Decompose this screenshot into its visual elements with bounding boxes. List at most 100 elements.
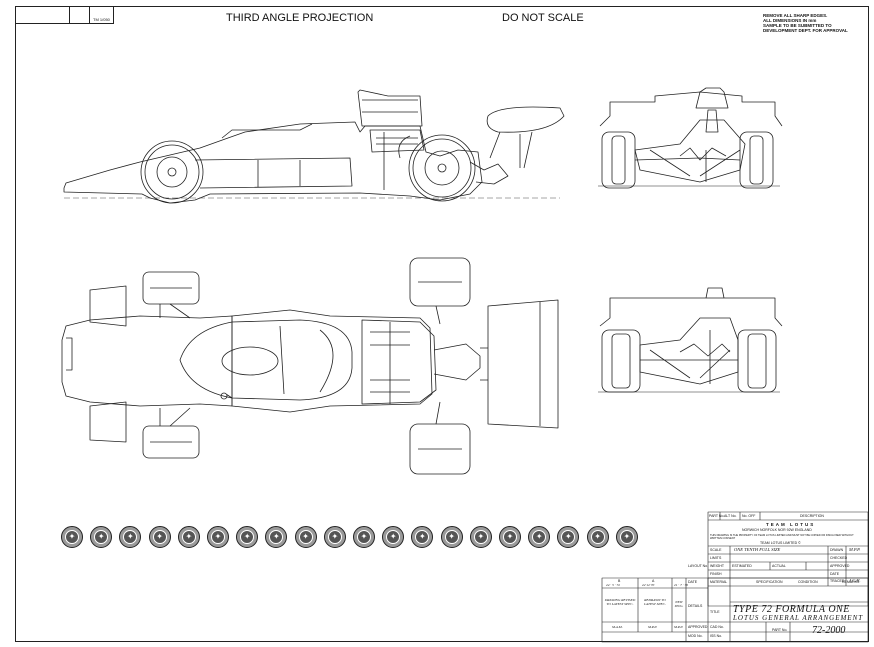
lotus-roundel-logo: ✦ <box>119 526 142 548</box>
lotus-emblem-icon: ✦ <box>415 530 430 544</box>
limits-label: LIMITS <box>710 556 722 560</box>
lotus-emblem-icon: ✦ <box>269 530 284 544</box>
specification-label: SPECIFICATION <box>756 580 783 584</box>
issue-letter: B <box>618 579 621 583</box>
drawing-title-line1: TYPE 72 FORMULA ONE <box>733 604 850 615</box>
note-line: DEVELOPMENT DEPT. FOR APPROVAL <box>763 28 848 33</box>
drawing-sheet-border <box>15 6 869 642</box>
issue-change: NEW DWG. <box>674 600 684 608</box>
lotus-emblem-icon: ✦ <box>298 530 313 544</box>
lotus-roundel-logo: ✦ <box>90 526 113 548</box>
plan-view-cockpit-canopy <box>179 319 353 401</box>
issue-date: 24 · 5 · 72 <box>606 583 620 587</box>
lotus-roundel-logo: ✦ <box>557 526 580 548</box>
front-view-right-wheel <box>739 131 774 189</box>
corner-box-right <box>89 6 114 24</box>
cad-label: CAD No. <box>710 625 724 629</box>
scale-label: SCALE <box>710 548 722 552</box>
issue-label: ISS No. <box>710 634 723 638</box>
side-view-sidepod <box>194 157 353 189</box>
issue-letter: A <box>652 579 655 583</box>
lotus-roundel-logo: ✦ <box>382 526 405 548</box>
rev-header-no-off: No. OFF <box>742 514 756 518</box>
rear-view-gearbox <box>639 317 739 385</box>
weight-label: WEIGHT <box>710 564 724 568</box>
side-elevation-view <box>63 89 565 204</box>
rev-header-description: DESCRIPTION <box>800 514 824 518</box>
lotus-emblem-icon: ✦ <box>473 530 488 544</box>
lotus-emblem-icon: ✦ <box>181 530 196 544</box>
signoff-label: DRAWN <box>830 548 844 552</box>
signoff-label: CHECKED <box>830 556 848 560</box>
rev-header-alt-no: ALT No. <box>724 514 737 518</box>
lotus-emblem-icon: ✦ <box>152 530 167 544</box>
lotus-emblem-icon: ✦ <box>240 530 255 544</box>
lotus-roundel-logo: ✦ <box>499 526 521 548</box>
signoff-value: J.C.H. <box>849 578 861 583</box>
company-address: NORWICH NORFOLK NOR 92W ENGLAND <box>742 528 812 532</box>
condition-label: CONDITION <box>798 580 818 584</box>
rear-view-wing <box>599 297 783 327</box>
note-line: ALL DIMENSIONS IN mm <box>763 18 817 23</box>
issue-date: 21 · 7 · 70 <box>674 583 688 587</box>
front-view <box>598 87 783 189</box>
issue-date: 22·12·70 <box>642 583 655 587</box>
lotus-roundel-logo: ✦ <box>265 526 288 548</box>
lotus-emblem-icon: ✦ <box>386 530 401 544</box>
lotus-roundel-logo: ✦ <box>207 526 229 548</box>
finish-label: FINISH <box>710 572 722 576</box>
title-label: TITLE <box>710 610 720 614</box>
side-view-rear-wheel <box>408 134 476 202</box>
issue-by: M.P.P. <box>674 625 683 629</box>
rear-view <box>598 287 783 393</box>
side-view-airbox <box>357 89 423 127</box>
lotus-emblem-icon: ✦ <box>65 530 79 544</box>
rear-view-airbox <box>705 287 725 299</box>
corner-code: TM 1/050 <box>93 17 110 22</box>
side-view-cockpit <box>221 123 313 139</box>
company-copyright: TEAM LOTUS LIMITED © <box>760 541 801 545</box>
signoff-label: TRACED <box>830 579 845 583</box>
lotus-emblem-icon: ✦ <box>561 530 576 544</box>
lotus-roundel-logo: ✦ <box>61 526 83 548</box>
issue-by: M.P.P. <box>648 625 657 629</box>
rear-view-left-wheel <box>601 329 641 393</box>
scale-warning: DO NOT SCALE <box>502 12 584 24</box>
lotus-roundel-logo: ✦ <box>469 526 492 548</box>
issue-by: M.A.M. <box>612 625 623 629</box>
lotus-roundel-logo: ✦ <box>294 526 317 548</box>
plan-view-front-left-wheel <box>142 271 200 305</box>
front-view-wing-endplates <box>599 91 783 127</box>
company-fine-print: THIS DRAWING IS THE PROPERTY OF TEAM LOT… <box>710 534 854 540</box>
lotus-roundel-logo: ✦ <box>411 526 434 548</box>
issue-change: DRAWING REVISED TO LATEST SPEC. <box>604 598 636 606</box>
date-label: DATE <box>688 580 698 584</box>
signoff-value: M.P.P. <box>849 547 861 552</box>
drawing-title-line2: LOTUS GENERAL ARRANGEMENT <box>733 614 864 622</box>
front-view-left-wheel <box>601 131 636 189</box>
lotus-emblem-icon: ✦ <box>590 530 605 544</box>
plan-view-front-left-wing <box>89 285 127 327</box>
lotus-roundel-logo: ✦ <box>177 526 200 548</box>
lotus-emblem-icon: ✦ <box>327 530 342 544</box>
front-view-airbox <box>695 87 729 109</box>
note-line: SAMPLE TO BE SUBMITTED TO <box>763 23 832 28</box>
plan-view-rear-left-wheel <box>409 257 471 307</box>
plan-view-front-right-wing <box>89 401 127 443</box>
title-block-grid <box>601 511 869 643</box>
lotus-emblem-icon: ✦ <box>123 530 138 544</box>
plan-view <box>61 257 559 475</box>
lotus-emblem-icon: ✦ <box>357 530 371 544</box>
mod-label: MOD No. <box>688 634 703 638</box>
signoff-label: APPROVED <box>830 564 850 568</box>
plan-view-front-right-wheel <box>142 425 200 459</box>
plan-view-rear-wing <box>487 299 559 429</box>
plan-view-rear-right-wheel <box>409 423 471 475</box>
details-label: DETAILS <box>688 604 703 608</box>
plan-view-cockpit-opening <box>221 346 279 376</box>
lotus-roundel-logo: ✦ <box>586 526 609 548</box>
actual-label: ACTUAL <box>772 564 786 568</box>
scale-value: ONE TENTH FULL SIZE <box>734 547 781 552</box>
company-name: TEAM LOTUS <box>766 522 816 527</box>
rear-view-right-wheel <box>737 329 777 393</box>
